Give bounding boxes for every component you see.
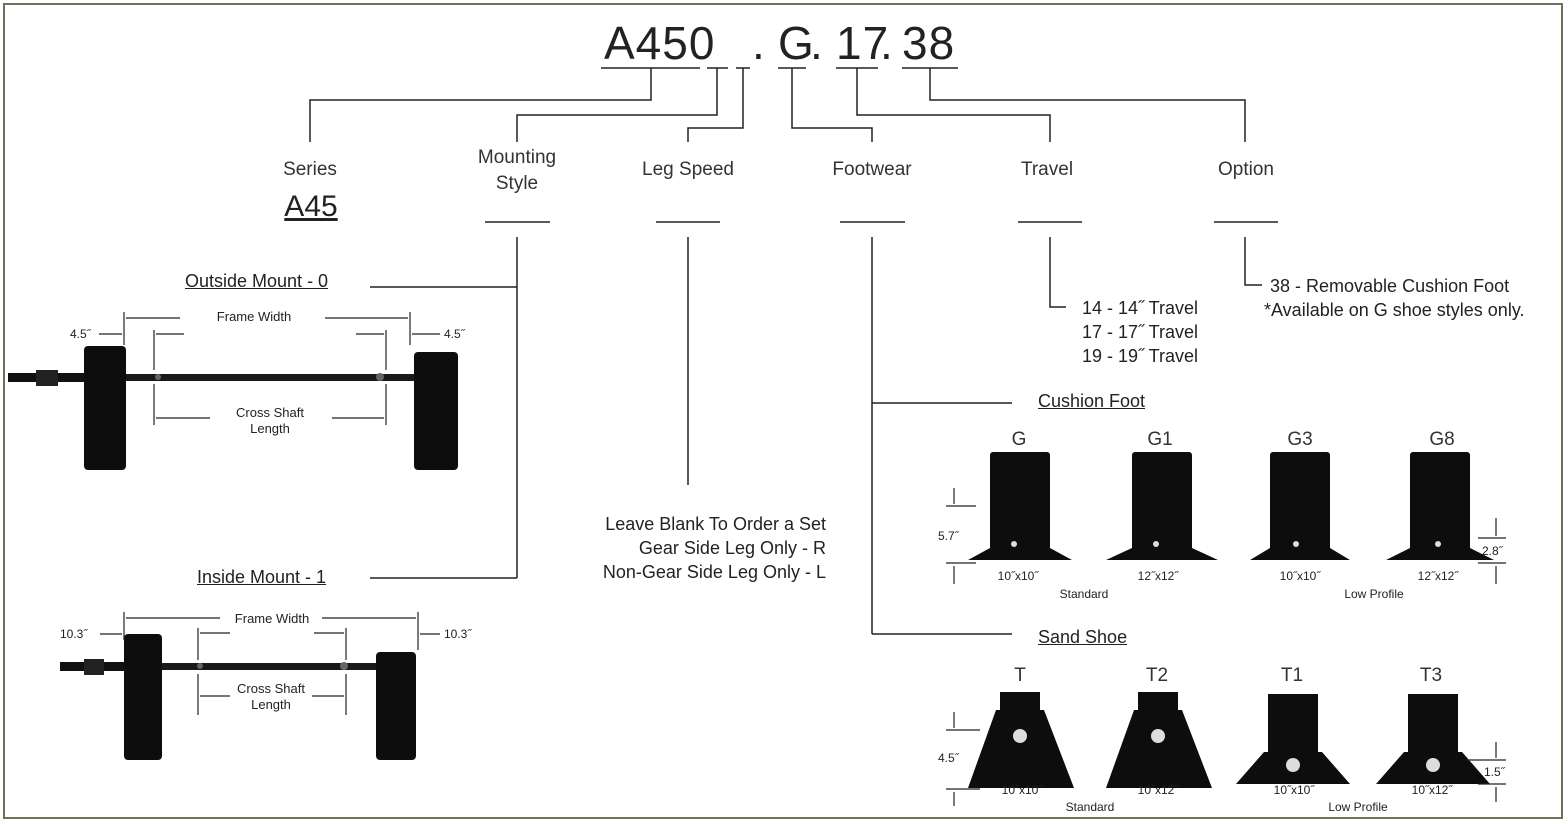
header-mounting-1: Mounting [477,147,557,168]
inside-mount-drawing [60,612,440,760]
outside-left-dim: 4.5˝ [70,327,91,341]
cushion-low-profile-label: Low Profile [1344,587,1404,601]
sand-model-t1: T1 [1280,665,1304,686]
header-leg-speed: Leg Speed [642,159,734,180]
cushion-standard-label: Standard [1059,587,1109,601]
cushion-size-g1: 12˝x12˝ [1137,569,1179,583]
cushion-model-g1: G1 [1147,429,1173,450]
cushion-model-g8: G8 [1429,429,1455,450]
code-separator-1: . [752,17,766,69]
sand-model-t: T [1014,665,1026,686]
travel-options: 14 - 14˝ Travel 17 - 17˝ Travel 19 - 19˝… [1082,296,1198,368]
inside-mount-label: Inside Mount - 1 [197,567,327,587]
header-series: Series [283,159,337,180]
sand-standard-label: Standard [1065,800,1115,814]
cushion-size-g3: 10˝x10˝ [1279,569,1321,583]
cushion-size-g8: 12˝x12˝ [1417,569,1459,583]
inside-left-dim: 10.3˝ [60,627,88,641]
cushion-model-g3: G3 [1287,429,1313,450]
header-footwear: Footwear [832,159,912,180]
sand-height-low: 1.5˝ [1484,765,1505,779]
outside-cross-shaft-2: Length [250,421,290,436]
code-series: A450 [604,17,716,69]
travel-option-19: 19 - 19˝ Travel [1081,346,1198,366]
cushion-foot-title: Cushion Foot [1038,391,1146,411]
sand-size-t2: 10˝x12˝ [1137,783,1179,797]
cushion-height-low: 2.8˝ [1482,544,1503,558]
leg-speed-option-set: Leave Blank To Order a Set [605,514,826,534]
cushion-model-g: G [1011,429,1027,450]
option-38-text: 38 - Removable Cushion Foot [1270,276,1510,296]
cushion-foot-shoes [946,452,1506,584]
outside-right-dim: 4.5˝ [444,327,465,341]
sand-shoe-title: Sand Shoe [1038,627,1128,647]
option-description: 38 - Removable Cushion Foot *Available o… [1264,274,1524,322]
sand-shoe-shoes [946,692,1506,806]
sand-model-t2: T2 [1145,665,1169,686]
sand-height-standard: 4.5˝ [938,751,959,765]
sand-size-t3: 10˝x12˝ [1411,783,1453,797]
header-option: Option [1218,159,1274,180]
option-availability-note: *Available on G shoe styles only. [1264,300,1525,320]
outside-frame-width: Frame Width [216,309,292,324]
travel-option-14: 14 - 14˝ Travel [1081,298,1198,318]
inside-frame-width: Frame Width [234,611,310,626]
sand-size-t: 10˝x10˝ [1001,783,1043,797]
leg-speed-option-l: Non-Gear Side Leg Only - L [602,562,826,582]
leg-speed-option-r: Gear Side Leg Only - R [638,538,826,558]
header-travel: Travel [1020,159,1074,180]
outside-cross-shaft-1: Cross Shaft [236,405,304,420]
outside-mount-label: Outside Mount - 0 [185,271,329,291]
cushion-size-g: 10˝x10˝ [997,569,1039,583]
leg-speed-options: Leave Blank To Order a Set Gear Side Leg… [603,512,826,584]
code-separator-3: . [880,17,894,69]
inside-right-dim: 10.3˝ [444,627,472,641]
code-travel: 17 [836,17,890,69]
cushion-height-standard: 5.7˝ [938,529,959,543]
sand-low-profile-label: Low Profile [1328,800,1388,814]
code-footwear: G [778,17,815,69]
travel-option-17: 17 - 17˝ Travel [1081,322,1198,342]
diagram-border [3,3,1563,819]
series-value: A45 [284,190,338,223]
code-separator-2: . [810,17,824,69]
outside-mount-drawing [8,312,458,470]
sand-size-t1: 10˝x10˝ [1273,783,1315,797]
code-option: 38 [902,17,956,69]
header-mounting-2: Style [495,173,539,194]
sand-model-t3: T3 [1419,665,1443,686]
inside-cross-shaft-2: Length [251,697,291,712]
inside-cross-shaft-1: Cross Shaft [237,681,305,696]
